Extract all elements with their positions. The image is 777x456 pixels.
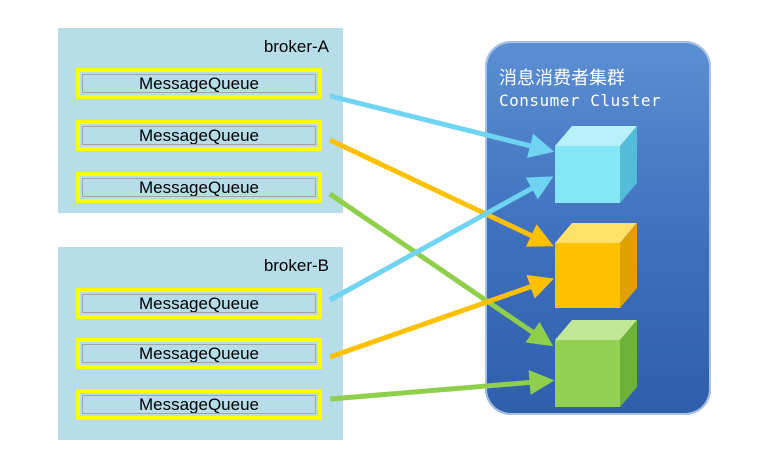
arrow-b3-to-green [329, 369, 555, 402]
arrow-b1-to-cyan [328, 176, 554, 303]
broker-a-queue-3: MessageQueue [76, 172, 322, 203]
broker-b-label: broker-B [263, 256, 329, 275]
broker-b-panel: broker-B MessageQueue MessageQueue Messa… [58, 247, 343, 440]
consumer-cube-cyan [555, 126, 637, 203]
broker-a-queue-2: MessageQueue [76, 120, 322, 151]
consumer-cube-yellow [555, 223, 637, 308]
cluster-title: 消息消费者集群 [499, 68, 625, 89]
arrow-a3-to-green [328, 191, 554, 347]
broker-b-queue-3: MessageQueue [76, 389, 322, 420]
cluster-subtitle: Consumer Cluster [499, 91, 662, 110]
arrow-a2-to-yellow [328, 137, 554, 247]
consumer-cube-green [555, 320, 637, 407]
arrow-a1-to-cyan [329, 93, 555, 158]
arrow-b2-to-yellow [329, 274, 555, 360]
broker-a-queue-1: MessageQueue [76, 68, 322, 99]
broker-a-label: broker-A [263, 37, 329, 56]
broker-b-queue-1: MessageQueue [76, 288, 322, 319]
broker-a-panel: broker-A MessageQueue MessageQueue Messa… [58, 28, 343, 213]
broker-b-queue-2: MessageQueue [76, 338, 322, 369]
